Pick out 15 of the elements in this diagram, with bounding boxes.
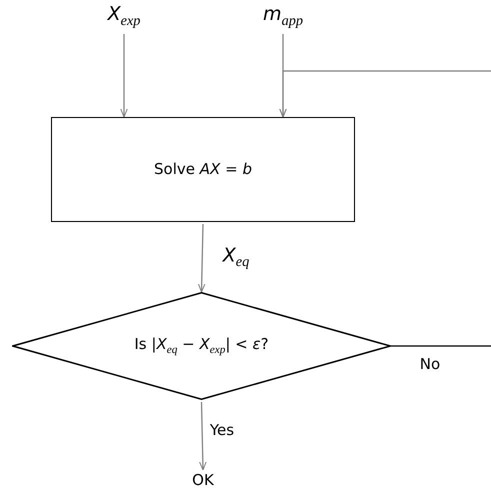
arrow [198,224,206,292]
connector-line [391,345,491,347]
edge-label: Yes [208,422,236,438]
arrow [199,402,206,470]
edge-label: X$_{eq}$ [222,245,250,271]
node-label: Is |X$_{eq}$ − X$_{exp}$| < ε? [134,336,269,356]
node-text: m$_{app}$ [263,4,303,30]
node-label: Solve AX = b [154,161,252,178]
arrow [120,34,128,118]
process-box [51,117,355,222]
node-text: OK [192,472,214,488]
decision-diamond [12,292,391,400]
edge-label: No [418,356,442,372]
node-text: X$_{exp}$ [108,4,140,30]
arrow [279,70,491,118]
